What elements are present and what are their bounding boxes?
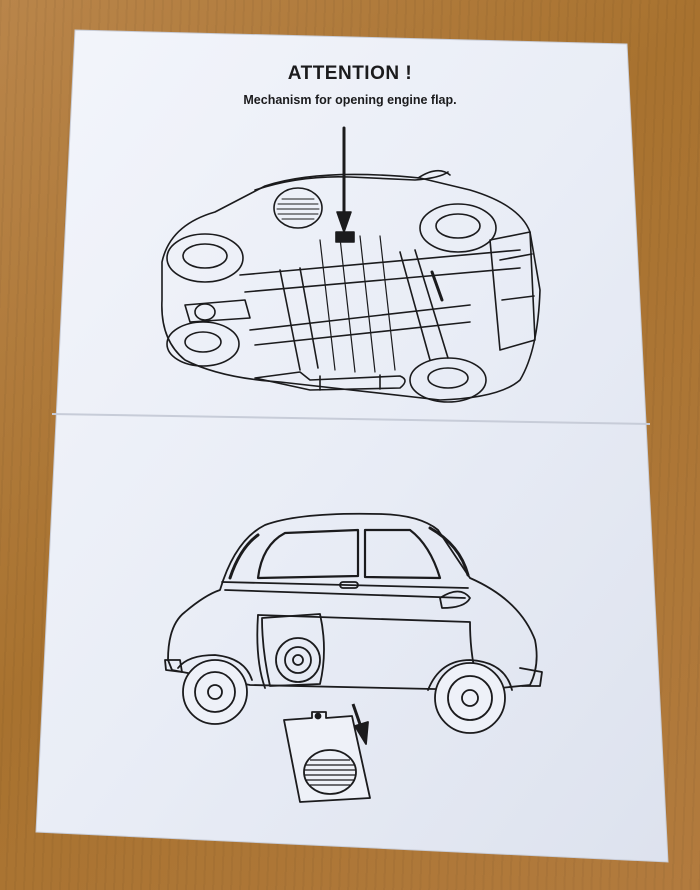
fold-crease: [51, 413, 651, 425]
page-title: ATTENTION !: [287, 63, 413, 84]
arrow-down-right-icon: [351, 703, 369, 745]
arrow-down-icon: [336, 126, 352, 233]
page-subtitle: Mechanism for opening engine flap.: [243, 93, 457, 107]
